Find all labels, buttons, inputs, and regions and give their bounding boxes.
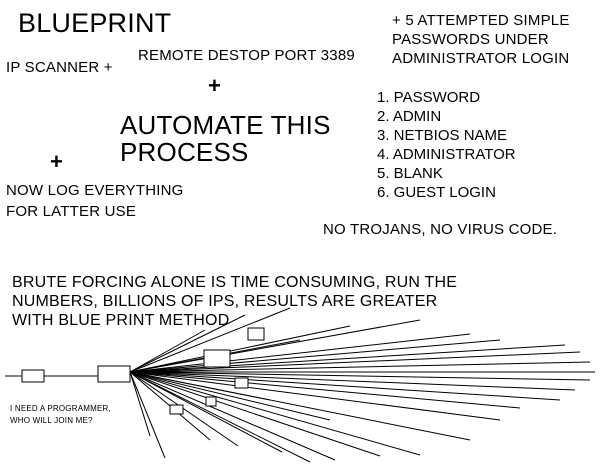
attempts-line-3: ADMINISTRATOR LOGIN xyxy=(392,50,570,67)
ip-scanner-label: IP SCANNER + xyxy=(6,59,113,76)
ray-line xyxy=(129,371,576,391)
brute-line-1: BRUTE FORCING ALONE IS TIME CONSUMING, R… xyxy=(12,274,458,291)
programmer-request: I NEED A PROGRAMMER, WHO WILL JOIN ME? xyxy=(10,403,111,427)
ray-line xyxy=(129,371,331,421)
password-item: 3. NETBIOS NAME xyxy=(377,127,508,144)
ray-line xyxy=(129,371,381,457)
client-node xyxy=(21,369,45,383)
ray-line xyxy=(129,344,566,373)
no-trojans-note: NO TROJANS, NO VIRUS CODE. xyxy=(323,221,558,238)
ray-line xyxy=(129,371,283,453)
brute-line-2: NUMBERS, BILLIONS OF IPS, RESULTS ARE GR… xyxy=(12,293,438,310)
target-node xyxy=(205,396,217,407)
target-node xyxy=(234,377,249,389)
ray-line xyxy=(129,371,336,461)
ray-line xyxy=(129,314,246,373)
target-node xyxy=(247,327,265,341)
target-node xyxy=(203,349,231,368)
ray-line xyxy=(129,351,581,373)
programmer-line-1: I NEED A PROGRAMMER, xyxy=(10,404,111,413)
password-list: 1. PASSWORD 2. ADMIN 3. NETBIOS NAME 4. … xyxy=(377,88,516,202)
ray-line xyxy=(129,371,166,459)
ray-line xyxy=(129,371,271,401)
ray-line xyxy=(129,371,421,456)
plus-sign-2: + xyxy=(50,149,64,174)
programmer-line-2: WHO WILL JOIN ME? xyxy=(10,416,93,425)
log-line-2: FOR LATTER USE xyxy=(6,203,137,220)
brute-forcing-note: BRUTE FORCING ALONE IS TIME CONSUMING, R… xyxy=(12,273,482,330)
ray-line xyxy=(129,339,501,373)
remote-desktop-label: REMOTE DESTOP PORT 3389 xyxy=(138,47,355,64)
log-line-1: NOW LOG EVERYTHING xyxy=(6,182,184,199)
password-item: 1. PASSWORD xyxy=(377,89,481,106)
ray-line xyxy=(129,333,471,373)
password-item: 2. ADMIN xyxy=(377,108,442,125)
ray-line xyxy=(129,361,591,373)
ray-line xyxy=(129,371,501,421)
ray-line xyxy=(129,329,206,373)
ray-line xyxy=(129,325,351,373)
password-item: 4. ADMINISTRATOR xyxy=(377,146,516,163)
ray-line xyxy=(129,371,311,463)
ray-line xyxy=(129,371,521,409)
ray-line xyxy=(129,371,239,447)
ray-line xyxy=(129,371,151,437)
automate-line-1: AUTOMATE THIS xyxy=(120,110,331,140)
target-node xyxy=(169,404,184,415)
brute-line-3: WITH BLUE PRINT METHOD xyxy=(12,312,230,329)
attempts-line-1: + 5 ATTEMPTED SIMPLE xyxy=(392,12,570,29)
blueprint-title: BLUEPRINT xyxy=(18,8,172,38)
ray-bundle xyxy=(129,307,595,463)
password-item: 6. GUEST LOGIN xyxy=(377,184,496,201)
ray-line xyxy=(129,371,561,401)
hub-node xyxy=(97,365,131,383)
automate-heading: AUTOMATE THIS PROCESS xyxy=(120,110,331,168)
ray-line xyxy=(129,307,291,373)
ray-line xyxy=(129,371,591,381)
automate-line-2: PROCESS xyxy=(120,137,249,168)
attempts-line-2: PASSWORDS UNDER xyxy=(392,31,549,48)
password-item: 5. BLANK xyxy=(377,165,443,182)
plus-sign: + xyxy=(208,73,222,98)
attempts-header: + 5 ATTEMPTED SIMPLE PASSWORDS UNDER ADM… xyxy=(392,11,597,68)
